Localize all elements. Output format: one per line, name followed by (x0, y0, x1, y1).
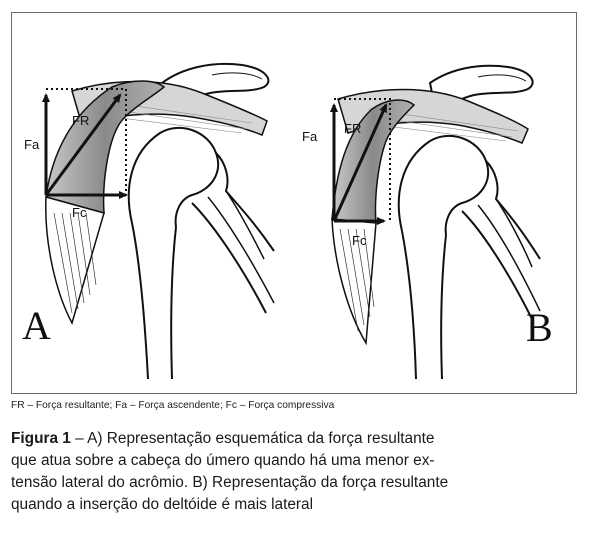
panel-a-fa-label: Fa (24, 137, 40, 152)
panel-a-fc-label: Fc (72, 205, 87, 220)
caption-line-1-text: – A) Representação esquemática da força … (70, 430, 435, 447)
panel-a-fr-arrow (44, 93, 122, 196)
abbreviations-note: FR – Força resultante; Fa – Força ascend… (11, 400, 335, 411)
panel-a-letter: A (22, 303, 51, 348)
panel-b-fr-label: FR (344, 121, 361, 136)
caption-line-1: Figura 1 – A) Representação esquemática … (11, 428, 583, 450)
panel-a-drawing: FR Fa Fc A (22, 62, 275, 380)
figure-image: FR Fa Fc A FR Fa Fc (11, 12, 577, 394)
figure-caption: Figura 1 – A) Representação esquemática … (11, 428, 583, 516)
caption-label: Figura 1 (11, 430, 71, 447)
caption-line-3: tensão lateral do acrômio. B) Representa… (11, 474, 449, 491)
panel-a-fr-label: FR (72, 113, 89, 128)
panel-b-fc-label: Fc (352, 233, 367, 248)
panel-b-fa-label: Fa (302, 129, 318, 144)
panel-b-fr-arrow (332, 103, 388, 222)
caption-line-2: que atua sobre a cabeça do úmero quando … (11, 452, 435, 469)
caption-line-4: quando a inserção do deltóide é mais lat… (11, 496, 314, 513)
panel-b-drawing: FR Fa Fc B (302, 64, 553, 380)
panel-b-letter: B (526, 305, 553, 350)
